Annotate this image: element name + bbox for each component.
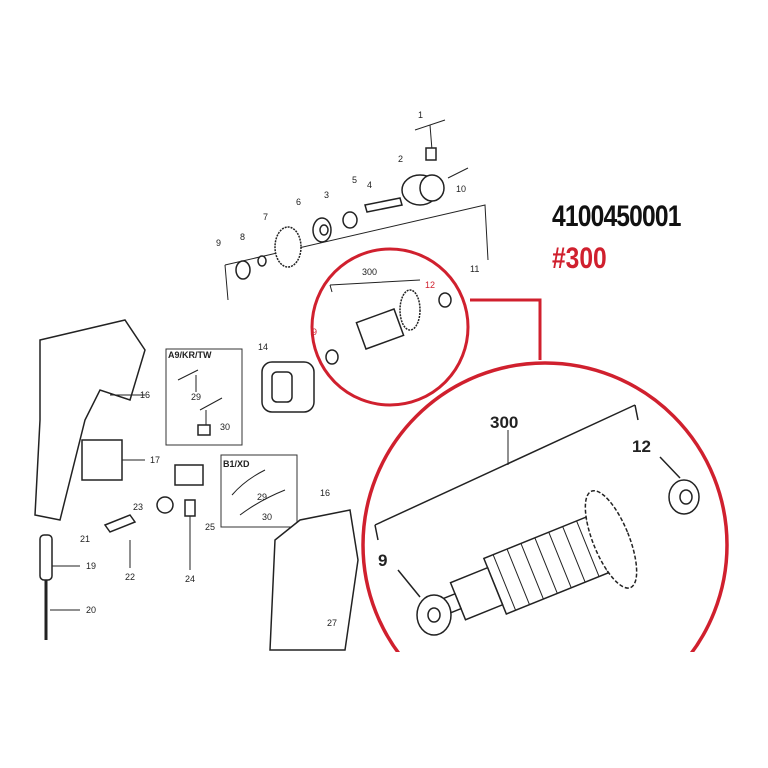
spindle [364, 197, 403, 213]
bearing-6 [312, 217, 332, 243]
label-part-7: 7 [263, 212, 268, 222]
label-magnified-12: 12 [632, 437, 651, 456]
label-part-3: 3 [324, 190, 329, 200]
box-a9-label: A9/KR/TW [168, 350, 212, 360]
label-part-24: 24 [185, 574, 195, 584]
chuck-key [414, 119, 446, 161]
label-part-20: 20 [86, 605, 96, 615]
label-part-29b: 29 [257, 492, 267, 502]
brush-wire-icon [231, 469, 286, 516]
label-part-11: 11 [470, 264, 479, 274]
box-a9 [165, 348, 243, 446]
cord-guard-19 [39, 534, 53, 581]
housing-half-16 [34, 319, 146, 521]
label-part-4: 4 [367, 180, 372, 190]
gear-7 [274, 226, 302, 268]
label-part-27: 27 [327, 618, 337, 628]
label-part-300-small: 300 [362, 267, 377, 277]
label-part-16b: 16 [320, 488, 330, 498]
label-part-9-small: 9 [312, 327, 317, 337]
carbon-brush-icon [177, 369, 223, 425]
label-part-19: 19 [86, 561, 96, 571]
armature-magnified [374, 404, 700, 636]
label-part-10: 10 [456, 184, 466, 194]
bearing-9 [235, 260, 251, 280]
box-b1-label: B1/XD [223, 459, 250, 469]
label-magnified-300: 300 [490, 413, 518, 432]
label-part-16: 16 [140, 390, 150, 400]
label-part-2: 2 [398, 154, 403, 164]
box-b1 [220, 454, 298, 528]
capacitor-25 [174, 464, 204, 486]
stator-14 [261, 361, 315, 413]
label-part-25: 25 [205, 522, 215, 532]
brush-holder [197, 424, 211, 436]
part-23 [156, 496, 174, 514]
reference-number: #300 [552, 242, 607, 275]
label-part-23: 23 [133, 502, 143, 512]
crop-mask [355, 652, 755, 768]
armature-small [325, 279, 452, 365]
drill-body-16 [269, 509, 359, 651]
switch-17 [81, 439, 123, 481]
label-part-29: 29 [191, 392, 201, 402]
label-part-21: 21 [80, 534, 90, 544]
part-24 [184, 499, 196, 517]
assembly-guide-line [224, 264, 229, 301]
label-part-30b: 30 [262, 512, 272, 522]
label-part-1: 1 [418, 110, 423, 120]
washer-3 [342, 211, 358, 229]
label-magnified-9: 9 [378, 551, 387, 570]
label-part-14: 14 [258, 342, 268, 352]
label-part-12-small: 12 [425, 280, 435, 290]
part-number: 4100450001 [552, 200, 681, 233]
label-part-6: 6 [296, 197, 301, 207]
label-part-30: 30 [220, 422, 230, 432]
assembly-guide-line [224, 204, 489, 266]
label-part-5: 5 [352, 175, 357, 185]
label-part-17: 17 [150, 455, 160, 465]
ring-8 [257, 255, 267, 267]
screw-10 [447, 167, 469, 179]
label-part-9: 9 [216, 238, 221, 248]
chuck [401, 174, 445, 206]
cord-clamp-21 [103, 514, 137, 533]
label-part-8: 8 [240, 232, 245, 242]
label-part-22: 22 [125, 572, 135, 582]
callout-connector [470, 298, 542, 360]
